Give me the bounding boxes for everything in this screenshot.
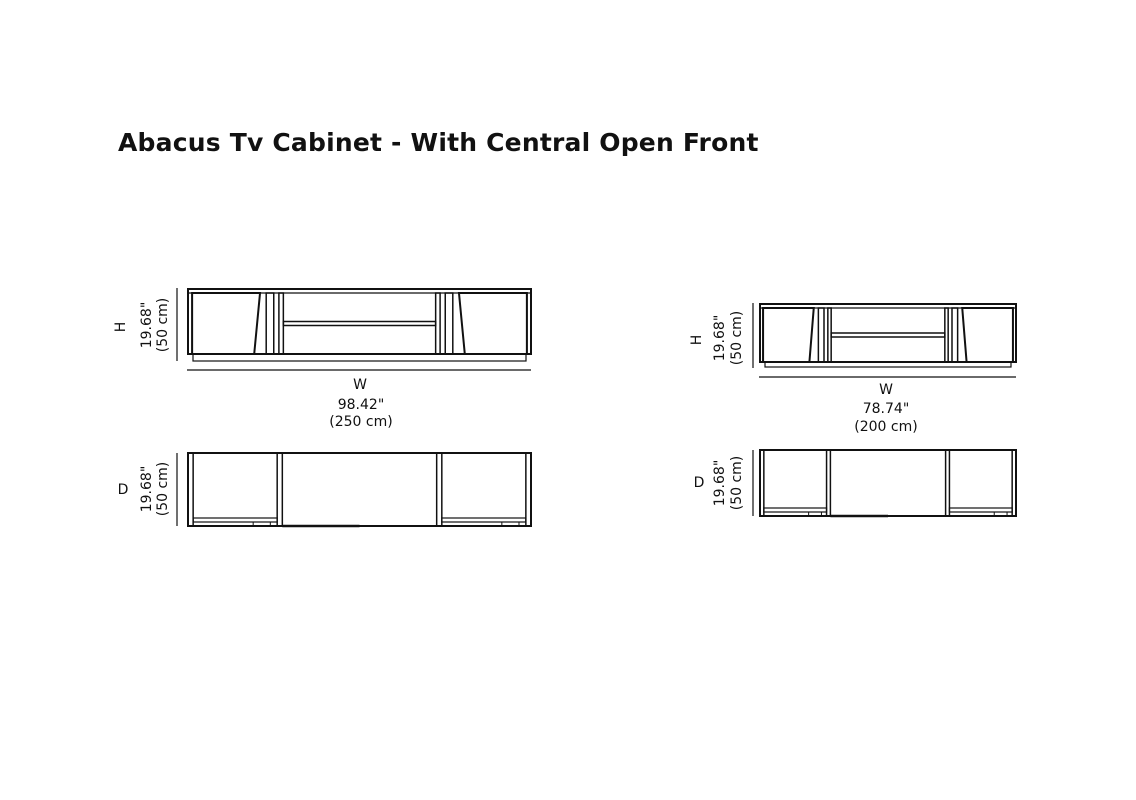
drawer-runner (441, 517, 527, 523)
cabinet-top-outline (187, 452, 532, 527)
width-label: W (353, 377, 367, 393)
left-slat (817, 307, 825, 363)
cabinet-200-drawings (752, 303, 1017, 518)
height-cm: (50 cm) (729, 310, 745, 366)
drawer-runner (763, 507, 828, 513)
width-label: W (879, 382, 893, 398)
width-cm: (200 cm) (854, 419, 918, 435)
cabinet-top-outline (759, 449, 1017, 517)
height-label: H (113, 321, 129, 333)
depth-inches: 19.68" (712, 459, 728, 507)
depth-cm: (50 cm) (729, 455, 745, 511)
right-door (961, 307, 1014, 363)
depth-inches: 19.68" (139, 465, 155, 513)
depth-label: D (117, 482, 129, 498)
width-inches: 78.74" (862, 401, 910, 417)
cabinet-250-drawings (176, 288, 532, 528)
depth-cm: (50 cm) (155, 461, 171, 517)
height-inches: 19.68" (139, 301, 155, 349)
left-slat (265, 292, 275, 355)
central-shelf (830, 332, 946, 338)
height-cm: (50 cm) (155, 297, 171, 353)
width-inches: 98.42" (337, 397, 385, 413)
drawer-runner (192, 517, 278, 523)
left-door (762, 307, 815, 363)
width-cm: (250 cm) (329, 414, 393, 430)
height-inches: 19.68" (712, 314, 728, 362)
plinth (192, 353, 527, 362)
left-door (191, 292, 262, 355)
runner-block (993, 511, 1008, 517)
height-label: H (689, 334, 705, 346)
central-shelf (282, 320, 437, 327)
cabinet-front-outline (187, 288, 532, 355)
right-door (457, 292, 528, 355)
right-slat (951, 307, 959, 363)
runner-block (501, 521, 520, 527)
runner-block (808, 511, 822, 517)
runner-block (252, 521, 271, 527)
cabinet-front-outline (759, 303, 1017, 363)
page-title: Abacus Tv Cabinet - With Central Open Fr… (118, 128, 759, 157)
drawer-runner (948, 507, 1013, 513)
depth-label: D (693, 475, 705, 491)
right-slat (444, 292, 454, 355)
